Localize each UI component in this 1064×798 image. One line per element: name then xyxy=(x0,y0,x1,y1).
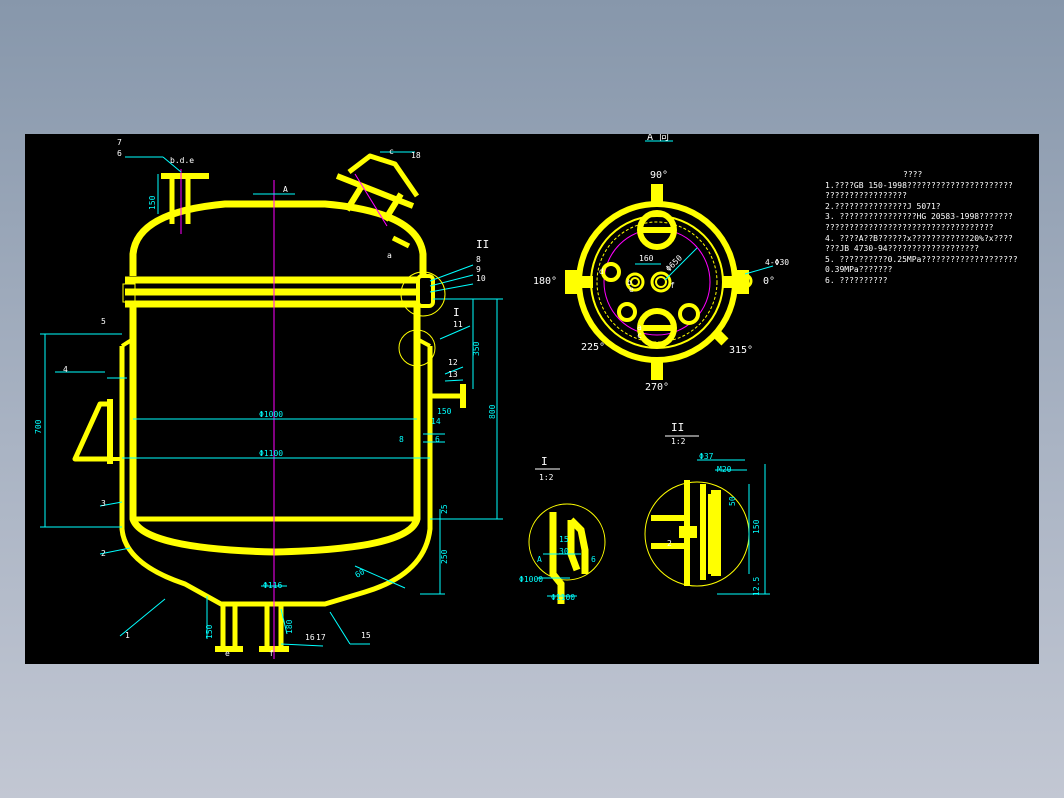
part-4: 4 xyxy=(63,365,68,374)
part-17: 17 xyxy=(316,633,326,642)
part-5: 5 xyxy=(101,317,106,326)
detail-i: I 1:2 A Φ1000 Φ1100 30 15 6 xyxy=(519,455,606,604)
part-3: 3 xyxy=(101,499,106,508)
detail-i-6: 6 xyxy=(591,555,596,564)
detail-ii-2: 2 xyxy=(667,539,672,548)
dim-250: 250 xyxy=(440,549,449,564)
detail-ii-150: 150 xyxy=(752,519,761,534)
dim-8: 8 xyxy=(399,435,404,444)
detail-i-title: I xyxy=(541,455,548,468)
view-a-letter-d: d xyxy=(599,267,604,276)
angle-0: 0° xyxy=(763,276,775,287)
note-line-7: ???JB 4730-94??????????????????? xyxy=(825,244,980,254)
detail-ii-50: 50 xyxy=(728,496,737,506)
dim-6: 6 xyxy=(435,435,440,444)
detail-ii-scale: 1:2 xyxy=(671,437,686,446)
detail-ii-m20: M20 xyxy=(717,465,732,474)
note-line-6: 4. ????A??B??????x????????????20%?x???? xyxy=(825,233,1013,243)
view-a-letter-b: b xyxy=(627,278,632,287)
detail-mark-i: I xyxy=(453,306,460,319)
cad-drawing-sheet: A 7 6 b.d.e c 18 a II 8 9 10 I 11 12 13 … xyxy=(25,134,1039,664)
part-15: 15 xyxy=(361,631,371,640)
detail-i-15: 15 xyxy=(559,535,569,544)
angle-225: 225° xyxy=(581,342,605,353)
dim-d116: Φ116 xyxy=(263,581,282,590)
part-7: 7 xyxy=(117,138,122,147)
detail-i-a: A xyxy=(537,555,542,564)
note-line-10: 6. ?????????? xyxy=(825,275,888,285)
nozzle-bde: b.d.e xyxy=(170,156,194,165)
view-a-letter-a: a xyxy=(637,323,642,332)
part-2: 2 xyxy=(101,549,106,558)
notes-title: ???? xyxy=(903,170,923,179)
holes-4-d30: 4-Φ30 xyxy=(765,258,789,267)
part-9: 9 xyxy=(476,265,481,274)
view-a-letter-e: e xyxy=(629,285,634,294)
detail-i-scale: 1:2 xyxy=(539,473,554,482)
view-a: A 向 90° 180° 0° 225° 270° 315° 4-Φ30 Φ65… xyxy=(533,134,789,393)
main-view-labels: A 7 6 b.d.e c 18 a II 8 9 10 I 11 12 13 … xyxy=(63,138,489,658)
detail-mark-ii: II xyxy=(476,238,489,251)
detail-ii: II 1:2 Φ37 M20 50 12.5 150 2 xyxy=(644,421,770,596)
detail-ii-title: II xyxy=(671,421,684,434)
part-10: 10 xyxy=(476,274,486,283)
part-18: 18 xyxy=(411,151,421,160)
part-12: 12 xyxy=(448,358,458,367)
part-6: 6 xyxy=(117,149,122,158)
angle-315: 315° xyxy=(729,345,753,356)
dim-25: 25 xyxy=(440,504,449,514)
dim-160: 160 xyxy=(639,254,654,263)
angle-90: 90° xyxy=(650,170,668,181)
dimension-lines xyxy=(40,151,503,647)
part-8: 8 xyxy=(476,255,481,264)
dim-150-bottom: 150 xyxy=(205,624,214,639)
technical-notes: ????1.????GB 150-1998???????????????????… xyxy=(825,170,1018,287)
nozzle-f-bottom: f xyxy=(269,649,274,658)
note-line-3: 2.???????????????J 5071? xyxy=(825,201,941,211)
detail-ii-12-5: 12.5 xyxy=(752,577,761,596)
angle-180: 180° xyxy=(533,276,557,287)
view-a-title: A 向 xyxy=(647,134,669,143)
view-a-letter-c: c xyxy=(637,331,642,340)
dim-150-top: 150 xyxy=(148,195,157,210)
note-line-5: ??????????????????????????????????? xyxy=(825,222,994,232)
note-line-4: 3. ????????????????HG 20583-1998??????? xyxy=(825,212,1013,222)
dim-150-side: 150 xyxy=(437,407,452,416)
note-line-8: 5. ??????????0.25MPa???????????????????? xyxy=(825,254,1018,264)
nozzle-e-bottom: e xyxy=(225,649,230,658)
dim-d1000: Φ1000 xyxy=(259,410,283,419)
dim-350: 350 xyxy=(472,341,481,356)
note-line-2: ????????????????? xyxy=(825,191,907,201)
dim-800: 800 xyxy=(488,404,497,419)
detail-i-d1000: Φ1000 xyxy=(519,575,543,584)
main-view-vessel xyxy=(72,153,466,652)
cad-drawing: A 7 6 b.d.e c 18 a II 8 9 10 I 11 12 13 … xyxy=(34,134,789,659)
part-11: 11 xyxy=(453,320,463,329)
label-a: A xyxy=(283,185,288,194)
nozzle-a: a xyxy=(387,251,392,260)
detail-ii-d37: Φ37 xyxy=(699,452,714,461)
detail-i-d1100: Φ1100 xyxy=(551,593,575,602)
detail-circles xyxy=(398,271,446,367)
angle-270: 270° xyxy=(645,382,669,393)
dim-180: 180 xyxy=(285,619,294,634)
note-line-9: 0.39MPa??????? xyxy=(825,265,893,275)
detail-i-30: 30 xyxy=(559,547,569,556)
dim-700: 700 xyxy=(34,419,43,434)
part-1: 1 xyxy=(125,631,130,640)
dim-d1100: Φ1100 xyxy=(259,449,283,458)
part-16: 16 xyxy=(305,633,315,642)
view-a-letter-f: f xyxy=(670,281,675,290)
part-13: 13 xyxy=(448,370,458,379)
note-line-1: 1.????GB 150-1998?????????????????????? xyxy=(825,180,1013,190)
dim-14: 14 xyxy=(431,417,441,426)
nozzle-c: c xyxy=(389,147,394,156)
dim-60: 60 xyxy=(354,567,367,580)
main-view-dim-text: Φ1000 Φ1100 Φ116 150 8 6 14 700 800 350 … xyxy=(34,195,497,639)
